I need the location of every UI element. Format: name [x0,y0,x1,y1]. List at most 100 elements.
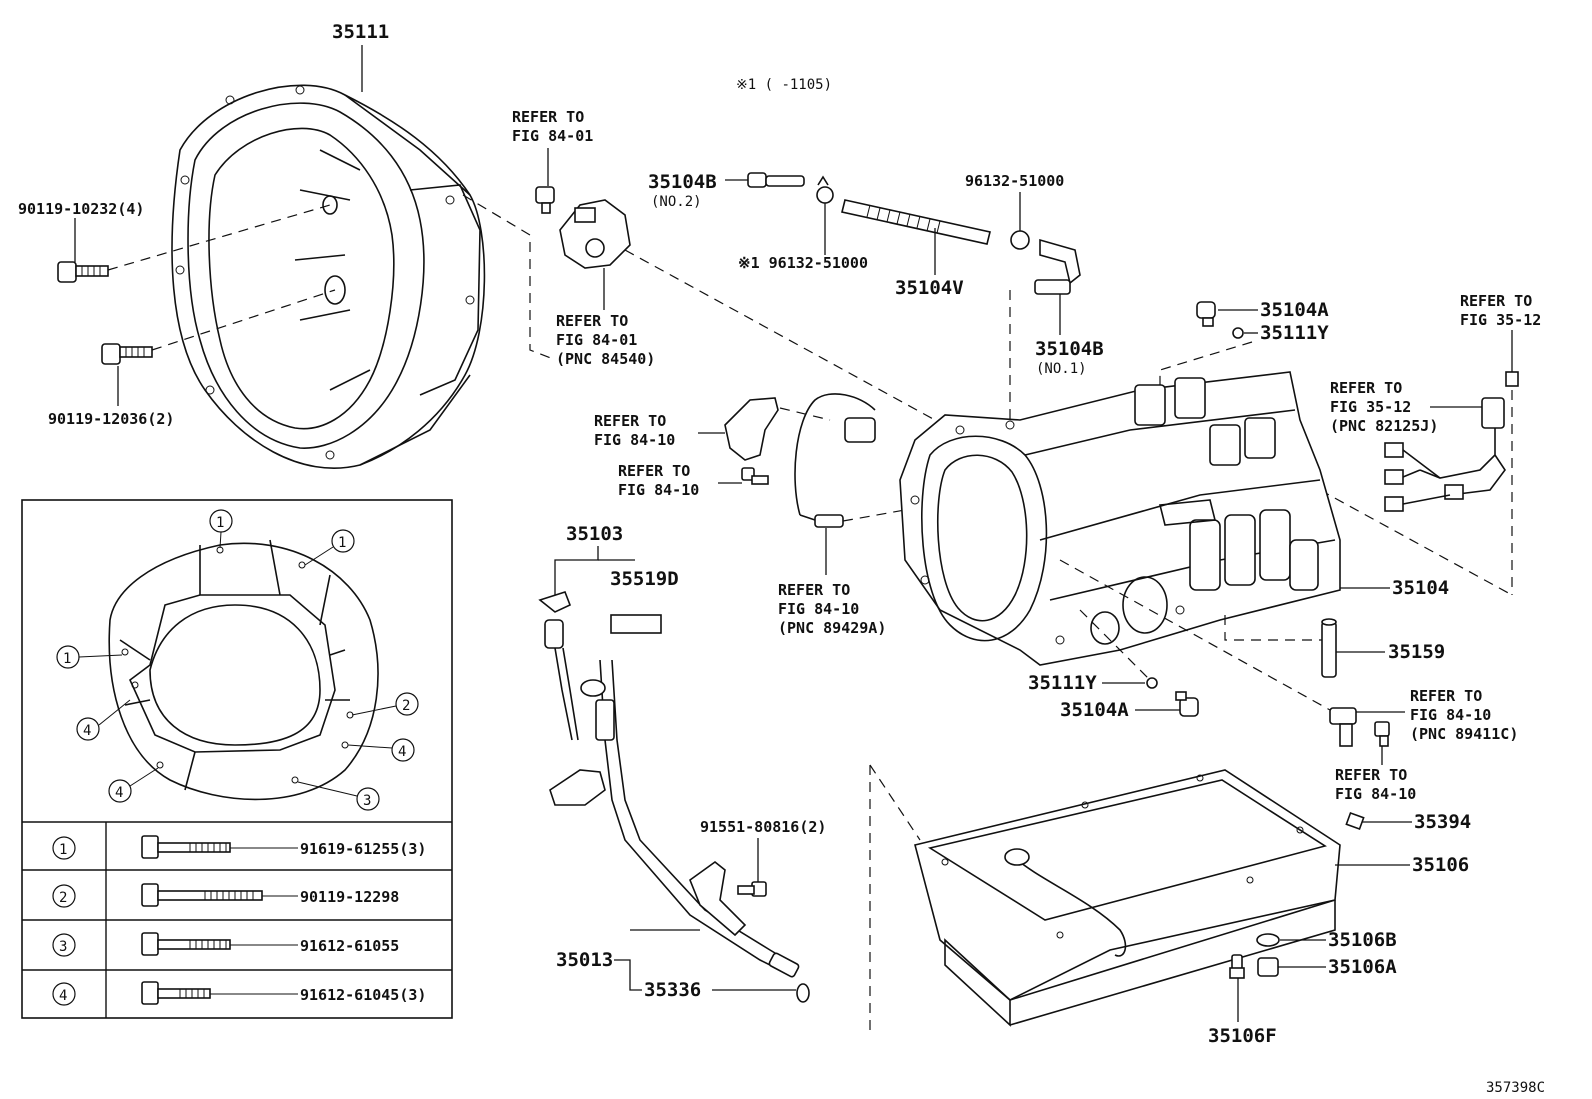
label-35104B-no2: 35104B [648,171,717,193]
bolt-90119-12036 [101,289,336,406]
o-ring [796,983,810,1003]
label-35111Y-bot: 35111Y [1028,672,1097,694]
label-35104A-top: 35104A [1260,299,1329,321]
dipstick [538,591,579,741]
svg-text:4: 4 [398,744,406,760]
refer-8401-b-line3: (PNC 84540) [556,350,655,368]
svg-text:1: 1 [338,535,346,551]
breather-hose-35104V [841,199,991,245]
svg-text:91619-61255(3): 91619-61255(3) [300,840,426,858]
speed-sensor-harness [794,393,876,528]
refer-8410-b-line2: FIG 84-10 [618,481,699,499]
inset-table-row-1: 1 91619-61255(3) [52,835,426,860]
hose-clamp-96132 [816,175,834,204]
label-35106F: 35106F [1208,1025,1277,1047]
label-35103: 35103 [566,523,623,545]
refer-8410-a-line1: REFER TO [594,412,666,430]
refer-8410-d-line2: FIG 84-10 [1410,706,1491,724]
inset-table-row-2: 2 90119-12298 [52,883,399,908]
inset-housing-face [108,539,379,801]
svg-text:3: 3 [363,793,371,809]
bolt-90119-10232 [57,204,331,283]
label-35519D: 35519D [610,568,679,590]
label-35104A-bot: 35104A [1060,699,1129,721]
bell-housing-35111 [171,45,486,469]
sensor-bracket [724,397,779,461]
svg-text:4: 4 [59,988,67,1004]
refer-8410-c-line2: FIG 84-10 [778,600,859,618]
hose-clamp-top [1010,230,1030,250]
refer-8401-b-line2: FIG 84-01 [556,331,637,349]
inset-table-row-3: 3 91612-61055 [52,932,399,957]
refer-8410-e-line1: REFER TO [1335,766,1407,784]
bolt-bracket [741,467,769,485]
breather-plug-35104B-no1 [1034,238,1081,295]
breather-plug-35104B-no2 [747,172,805,188]
label-35111: 35111 [332,21,389,43]
refer-8410-c-line3: (PNC 89429A) [778,619,886,637]
refer-3512-top-line1: REFER TO [1460,292,1532,310]
bolt-35106F [1229,954,1245,979]
refer-8401-b-line1: REFER TO [556,312,628,330]
label-35159: 35159 [1388,641,1445,663]
svg-text:91612-61055: 91612-61055 [300,937,399,955]
svg-text:4: 4 [115,785,123,801]
svg-text:2: 2 [59,890,67,906]
label-90119-12036: 90119-12036(2) [48,410,174,428]
tube-bracket [689,860,747,937]
label-plate-35519D [610,614,662,634]
harness-bolt [1505,371,1519,387]
refer-3512-line1: REFER TO [1330,379,1402,397]
refer-3512-line3: (PNC 82125J) [1330,417,1438,435]
refer-8410-b-line1: REFER TO [618,462,690,480]
speed-sensor-89411C [1329,707,1390,747]
footer-code: 357398C [1486,1080,1545,1096]
label-35336: 35336 [644,979,701,1001]
refer-8410-d-line3: (PNC 89411C) [1410,725,1518,743]
gasket-35106B [1256,933,1280,947]
refer-8410-c-line1: REFER TO [778,581,850,599]
refer-8410-a-line2: FIG 84-10 [594,431,675,449]
label-35013: 35013 [556,949,613,971]
gasket-35111Y-top [1232,327,1244,339]
plug-35104A-bot [1175,691,1199,717]
plug-35104A-top [1196,301,1216,327]
svg-text:1: 1 [216,515,224,531]
magnet-35394 [1345,811,1365,831]
transmission-case-35104 [899,371,1341,666]
label-clamp-top: 96132-51000 [965,172,1064,190]
svg-text:4: 4 [83,723,91,739]
svg-text:90119-12298: 90119-12298 [300,888,399,906]
label-35106: 35106 [1412,854,1469,876]
header-note: ※1 ( -1105) [736,77,832,93]
label-35394: 35394 [1414,811,1471,833]
wire-harness [1384,397,1506,512]
gasket-35111Y-bot [1146,677,1158,689]
refer-3512-top-line2: FIG 35-12 [1460,311,1541,329]
label-clamp-s1: ※1 96132-51000 [738,254,868,272]
label-35111Y-top: 35111Y [1260,322,1329,344]
label-35104V: 35104V [895,277,964,299]
neutral-switch [535,186,631,269]
pin-35159 [1321,618,1337,678]
label-35106A: 35106A [1328,956,1397,978]
drain-plug-35106A [1257,957,1279,977]
label-no1: (NO.1) [1036,361,1087,377]
svg-text:1: 1 [59,842,67,858]
refer-8410-d-line1: REFER TO [1410,687,1482,705]
bolt-91551 [737,881,767,897]
refer-8410-e-line2: FIG 84-10 [1335,785,1416,803]
label-35104: 35104 [1392,577,1449,599]
label-no2: (NO.2) [651,194,702,210]
filler-tube-35336 [549,659,800,978]
inset-callouts: 1 1 1 4 2 4 4 3 [56,509,419,811]
label-90119-10232: 90119-10232(4) [18,200,144,218]
svg-text:2: 2 [402,698,410,714]
label-91551: 91551-80816(2) [700,818,826,836]
svg-text:3: 3 [59,939,67,955]
inset-table-row-4: 4 91612-61045(3) [52,981,426,1006]
svg-text:1: 1 [63,651,71,667]
refer-8401-a-line1: REFER TO [512,108,584,126]
